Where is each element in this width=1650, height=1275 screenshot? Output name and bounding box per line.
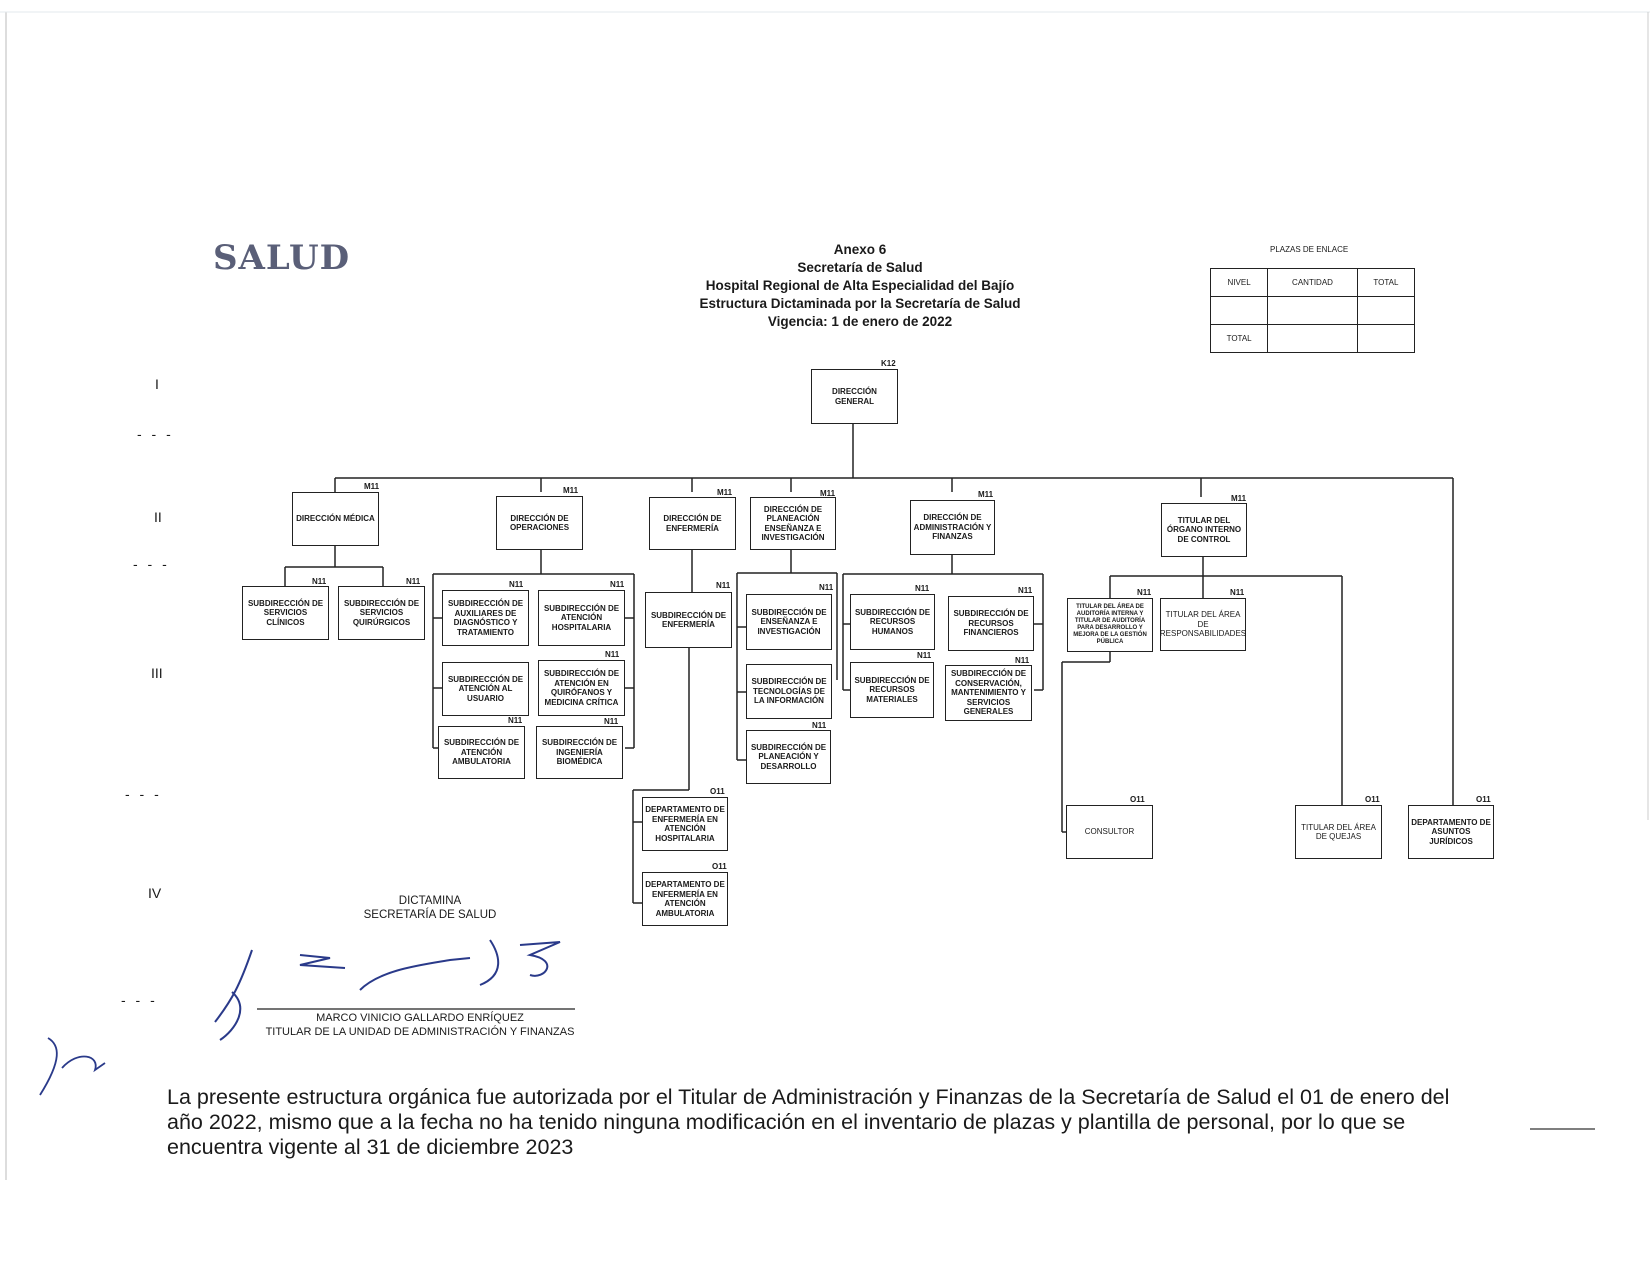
code-label: N11 bbox=[509, 580, 524, 589]
code-label: N11 bbox=[716, 581, 731, 590]
box-titular-auditoria: TITULAR DEL ÁREA DE AUDITORÍA INTERNA Y … bbox=[1067, 598, 1153, 652]
code-label: O11 bbox=[710, 787, 725, 796]
secretaria-label: SECRETARÍA DE SALUD bbox=[363, 909, 497, 921]
box-departamento-enfermeria-ambulatoria: DEPARTAMENTO DE ENFERMERÍA EN ATENCIÓN A… bbox=[642, 872, 728, 926]
code-label: N11 bbox=[508, 716, 523, 725]
header-hospital: Hospital Regional de Alta Especialidad d… bbox=[705, 278, 1015, 293]
code-label: N11 bbox=[312, 577, 327, 586]
total-label: TOTAL bbox=[1209, 324, 1269, 353]
box-direccion-general: DIRECCIÓN GENERAL bbox=[811, 369, 898, 424]
box-subdireccion-atencion-usuario: SUBDIRECCIÓN DE ATENCIÓN AL USUARIO bbox=[442, 662, 529, 716]
box-subdireccion-planeacion: SUBDIRECCIÓN DE PLANEACIÓN Y DESARROLLO bbox=[746, 730, 831, 784]
box-subdireccion-recursos-financieros: SUBDIRECCIÓN DE RECURSOS FINANCIEROS bbox=[948, 596, 1034, 651]
code-label: N11 bbox=[915, 584, 930, 593]
code-label: M11 bbox=[563, 486, 579, 495]
box-direccion-medica: DIRECCIÓN MÉDICA bbox=[292, 492, 379, 546]
code-label: N11 bbox=[604, 717, 619, 726]
box-subdireccion-atencion-hospitalaria: SUBDIRECCIÓN DE ATENCIÓN HOSPITALARIA bbox=[538, 590, 625, 646]
box-consultor: CONSULTOR bbox=[1066, 805, 1153, 859]
code-label: N11 bbox=[610, 580, 625, 589]
header-estructura: Estructura Dictaminada por la Secretaría… bbox=[699, 296, 1021, 311]
level-separator: - - - bbox=[133, 556, 170, 572]
box-titular-oic: TITULAR DEL ÓRGANO INTERNO DE CONTROL bbox=[1161, 503, 1247, 557]
empty-cell bbox=[1356, 324, 1416, 353]
code-label: N11 bbox=[812, 721, 827, 730]
level-separator: - - - bbox=[125, 786, 162, 802]
header-secretaria: Secretaría de Salud bbox=[797, 260, 923, 275]
code-label: N11 bbox=[917, 651, 932, 660]
box-subdireccion-tecnologias: SUBDIRECCIÓN DE TECNOLOGÍAS DE LA INFORM… bbox=[746, 664, 832, 719]
box-subdireccion-ingenieria-biomedica: SUBDIRECCIÓN DE INGENIERÍA BIOMÉDICA bbox=[536, 726, 623, 779]
signatory-title: TITULAR DE LA UNIDAD DE ADMINISTRACIÓN Y… bbox=[265, 1026, 575, 1038]
level-ii: II bbox=[154, 509, 162, 525]
code-label: N11 bbox=[819, 583, 834, 592]
empty-cell bbox=[1267, 324, 1358, 353]
empty-cell bbox=[1267, 296, 1358, 325]
box-subdireccion-enfermeria: SUBDIRECCIÓN DE ENFERMERÍA bbox=[645, 592, 732, 648]
salud-logo: SALUD bbox=[213, 238, 351, 278]
box-direccion-operaciones: DIRECCIÓN DE OPERACIONES bbox=[496, 496, 583, 550]
level-iv: IV bbox=[148, 885, 162, 901]
box-subdireccion-auxiliares: SUBDIRECCIÓN DE AUXILIARES DE DIAGNÓSTIC… bbox=[442, 590, 529, 646]
empty-cell bbox=[1356, 296, 1416, 325]
code-label: N11 bbox=[1137, 588, 1152, 597]
code-label: K12 bbox=[881, 359, 896, 368]
box-titular-quejas: TITULAR DEL ÁREA DE QUEJAS bbox=[1295, 805, 1382, 859]
box-subdireccion-recursos-materiales: SUBDIRECCIÓN DE RECURSOS MATERIALES bbox=[850, 662, 934, 718]
code-label: O11 bbox=[1365, 795, 1380, 804]
box-direccion-administracion: DIRECCIÓN DE ADMINISTRACIÓN Y FINANZAS bbox=[910, 500, 995, 555]
plazas-enlace-table: NIVEL CANTIDAD TOTAL TOTAL bbox=[1209, 268, 1416, 353]
box-subdireccion-recursos-humanos: SUBDIRECCIÓN DE RECURSOS HUMANOS bbox=[850, 594, 935, 650]
box-subdireccion-atencion-ambulatoria: SUBDIRECCIÓN DE ATENCIÓN AMBULATORIA bbox=[438, 726, 525, 779]
col-nivel: NIVEL bbox=[1209, 268, 1269, 297]
box-subdireccion-ensenanza: SUBDIRECCIÓN DE ENSEÑANZA E INVESTIGACIÓ… bbox=[746, 594, 832, 650]
box-subdireccion-servicios-clinicos: SUBDIRECCIÓN DE SERVICIOS CLÍNICOS bbox=[242, 586, 329, 640]
footer-statement: La presente estructura orgánica fue auto… bbox=[167, 1085, 1450, 1159]
level-i: I bbox=[155, 376, 159, 392]
level-separator: - - - bbox=[121, 992, 158, 1008]
level-iii: III bbox=[151, 665, 163, 681]
code-label: N11 bbox=[1015, 656, 1030, 665]
code-label: O11 bbox=[1130, 795, 1145, 804]
header-annex: Anexo 6 bbox=[833, 242, 887, 257]
code-label: M11 bbox=[820, 489, 836, 498]
box-subdireccion-servicios-quirurgicos: SUBDIRECCIÓN DE SERVICIOS QUIRÚRGICOS bbox=[338, 586, 425, 640]
col-cantidad: CANTIDAD bbox=[1267, 268, 1358, 297]
code-label: M11 bbox=[978, 490, 994, 499]
box-direccion-planeacion: DIRECCIÓN DE PLANEACIÓN ENSEÑANZA E INVE… bbox=[750, 497, 836, 550]
dictamina-label: DICTAMINA bbox=[398, 895, 462, 907]
box-subdireccion-conservacion: SUBDIRECCIÓN DE CONSERVACIÓN, MANTENIMIE… bbox=[945, 665, 1032, 721]
box-subdireccion-quirofanos: SUBDIRECCIÓN DE ATENCIÓN EN QUIRÓFANOS Y… bbox=[538, 660, 625, 716]
header-vigencia: Vigencia: 1 de enero de 2022 bbox=[767, 314, 953, 329]
box-departamento-asuntos-juridicos: DEPARTAMENTO DE ASUNTOS JURÍDICOS bbox=[1408, 805, 1494, 859]
level-separator: - - - bbox=[137, 426, 174, 442]
code-label: M11 bbox=[364, 482, 380, 491]
signatory-name: MARCO VINICIO GALLARDO ENRÍQUEZ bbox=[316, 1012, 524, 1024]
code-label: O11 bbox=[712, 862, 727, 871]
box-departamento-enfermeria-hospitalaria: DEPARTAMENTO DE ENFERMERÍA EN ATENCIÓN H… bbox=[642, 797, 728, 851]
code-label: N11 bbox=[406, 577, 421, 586]
box-titular-responsabilidades: TITULAR DEL ÁREA DE RESPONSABILIDADES bbox=[1160, 598, 1246, 651]
empty-cell bbox=[1209, 296, 1269, 325]
code-label: O11 bbox=[1476, 795, 1491, 804]
code-label: N11 bbox=[1018, 586, 1033, 595]
box-direccion-enfermeria: DIRECCIÓN DE ENFERMERÍA bbox=[649, 497, 736, 550]
code-label: N11 bbox=[605, 650, 620, 659]
code-label: M11 bbox=[1231, 494, 1247, 503]
col-total: TOTAL bbox=[1356, 268, 1416, 297]
plazas-enlace-title: PLAZAS DE ENLACE bbox=[1270, 245, 1349, 254]
code-label: M11 bbox=[717, 488, 733, 497]
code-label: N11 bbox=[1230, 588, 1245, 597]
